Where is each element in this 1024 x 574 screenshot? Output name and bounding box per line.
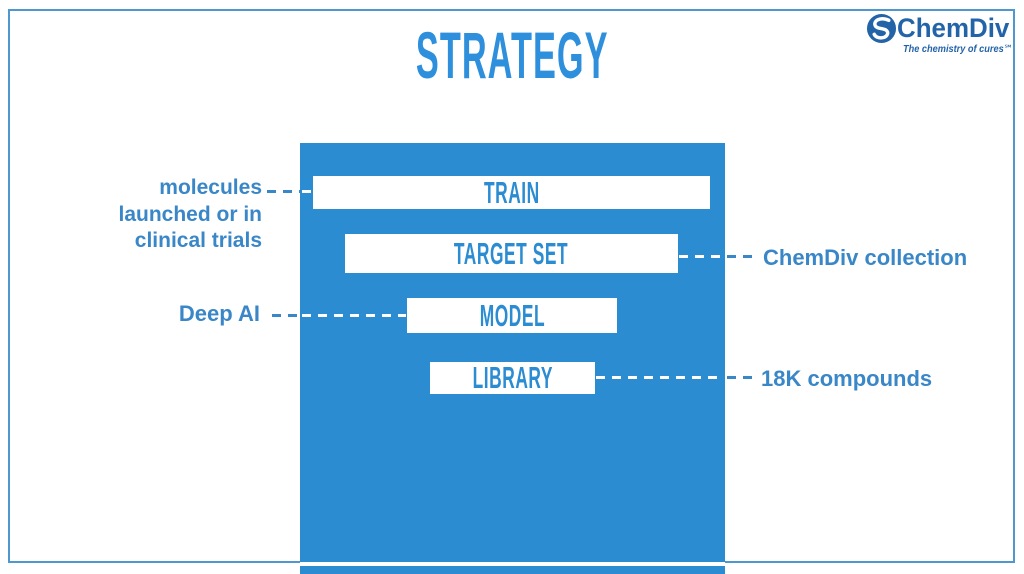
connector-molecules-train-outer xyxy=(267,190,300,193)
annotation-line: launched or in xyxy=(118,202,262,226)
annotation-deep-ai: Deep AI xyxy=(178,301,260,326)
annotation-line: molecules xyxy=(159,176,262,199)
connector-deepai-model-inner xyxy=(302,314,406,317)
logo-tagline: The chemistry of cures℠ xyxy=(903,44,1014,55)
annotation-chemdiv-collection: ChemDiv collection xyxy=(763,245,968,270)
funnel-bar-target-set: TARGET SET xyxy=(345,234,678,273)
funnel-bar-train: TRAIN xyxy=(313,174,710,210)
globe-swirl-icon xyxy=(866,13,897,44)
strategy-box xyxy=(300,143,725,574)
chemdiv-logo: ChemDiv The chemistry of cures℠ xyxy=(866,13,1016,57)
logo-row: ChemDiv xyxy=(866,13,1016,44)
annotation-line: clinical trials xyxy=(134,229,262,252)
bar-label: TARGET SET xyxy=(454,235,569,271)
connector-library-18k-inner xyxy=(596,376,724,379)
bar-label: MODEL xyxy=(479,297,545,333)
border-gap-line xyxy=(300,562,725,566)
funnel-bar-model: MODEL xyxy=(407,298,617,333)
funnel-bar-library: LIBRARY xyxy=(430,360,595,395)
connector-deepai-model-outer xyxy=(272,314,300,317)
annotation-molecules: molecules launched or in clinical trials xyxy=(90,175,262,255)
annotation-18k-compounds: 18K compounds xyxy=(761,366,933,391)
connector-targetset-collection-outer xyxy=(727,255,754,258)
connector-molecules-train-inner xyxy=(302,190,314,193)
logo-name: ChemDiv xyxy=(897,13,1010,43)
bar-label: LIBRARY xyxy=(472,360,553,395)
connector-library-18k-outer xyxy=(727,376,752,379)
bar-label: TRAIN xyxy=(483,174,540,210)
connector-targetset-collection-inner xyxy=(679,255,724,258)
page-title: STRATEGY xyxy=(415,18,609,92)
title-area: STRATEGY xyxy=(0,18,1024,92)
